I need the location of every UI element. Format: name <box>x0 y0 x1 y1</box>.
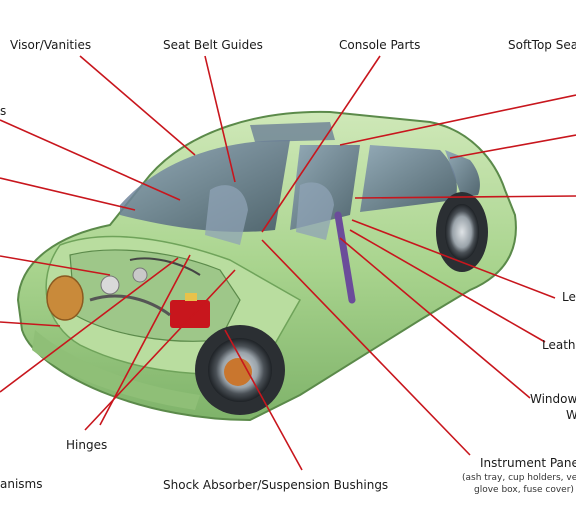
leader-left-1 <box>0 119 181 201</box>
leader-mechanisms <box>0 257 179 393</box>
label-right-le: Le <box>562 290 576 304</box>
headlight <box>46 275 84 321</box>
label-instrument-sub-1: (ash tray, cup holders, ver <box>462 473 576 483</box>
leader-window <box>339 237 531 399</box>
leader-seatbelt <box>204 55 236 183</box>
leader-left-3 <box>0 255 111 276</box>
label-window-2: W <box>566 408 576 422</box>
leader-le <box>351 219 556 299</box>
rear-wheel <box>436 192 488 272</box>
leader-visor <box>79 55 196 156</box>
front-bumper <box>32 330 200 410</box>
label-softtop-seals: SoftTop Sea <box>508 38 576 52</box>
leader-softtop <box>339 94 576 146</box>
label-window-1: Window <box>530 392 576 406</box>
engine-bay <box>69 249 241 342</box>
label-right-leath: Leath <box>542 338 576 352</box>
leader-shock <box>224 329 303 471</box>
leader-hinges-2 <box>99 254 191 426</box>
seat-belt <box>334 211 356 304</box>
leader-leath <box>349 229 546 343</box>
label-console-parts: Console Parts <box>339 38 421 52</box>
leader-left-2 <box>0 177 136 211</box>
leader-left-4 <box>0 321 61 327</box>
leader-right-3 <box>354 195 576 199</box>
label-instrument-sub-2: glove box, fuse cover) <box>474 485 574 495</box>
leader-lines <box>0 55 576 471</box>
leader-instrument <box>261 239 471 456</box>
sunroof <box>250 122 335 142</box>
front-wheel <box>195 325 285 415</box>
label-hinges: Hinges <box>66 438 108 452</box>
label-left-top: s <box>0 104 7 118</box>
leader-hinges <box>84 269 236 431</box>
windshield <box>120 140 290 232</box>
label-mechanisms: anisms <box>0 477 43 491</box>
label-instrument-panel: Instrument Pane <box>480 456 576 470</box>
label-visor-vanities: Visor/Vanities <box>10 38 92 52</box>
leader-console <box>261 55 381 233</box>
leader-right-2 <box>449 134 576 159</box>
label-seat-belt-guides: Seat Belt Guides <box>163 38 263 52</box>
label-shock-absorber: Shock Absorber/Suspension Bushings <box>163 478 389 492</box>
interior-seats <box>205 182 334 245</box>
